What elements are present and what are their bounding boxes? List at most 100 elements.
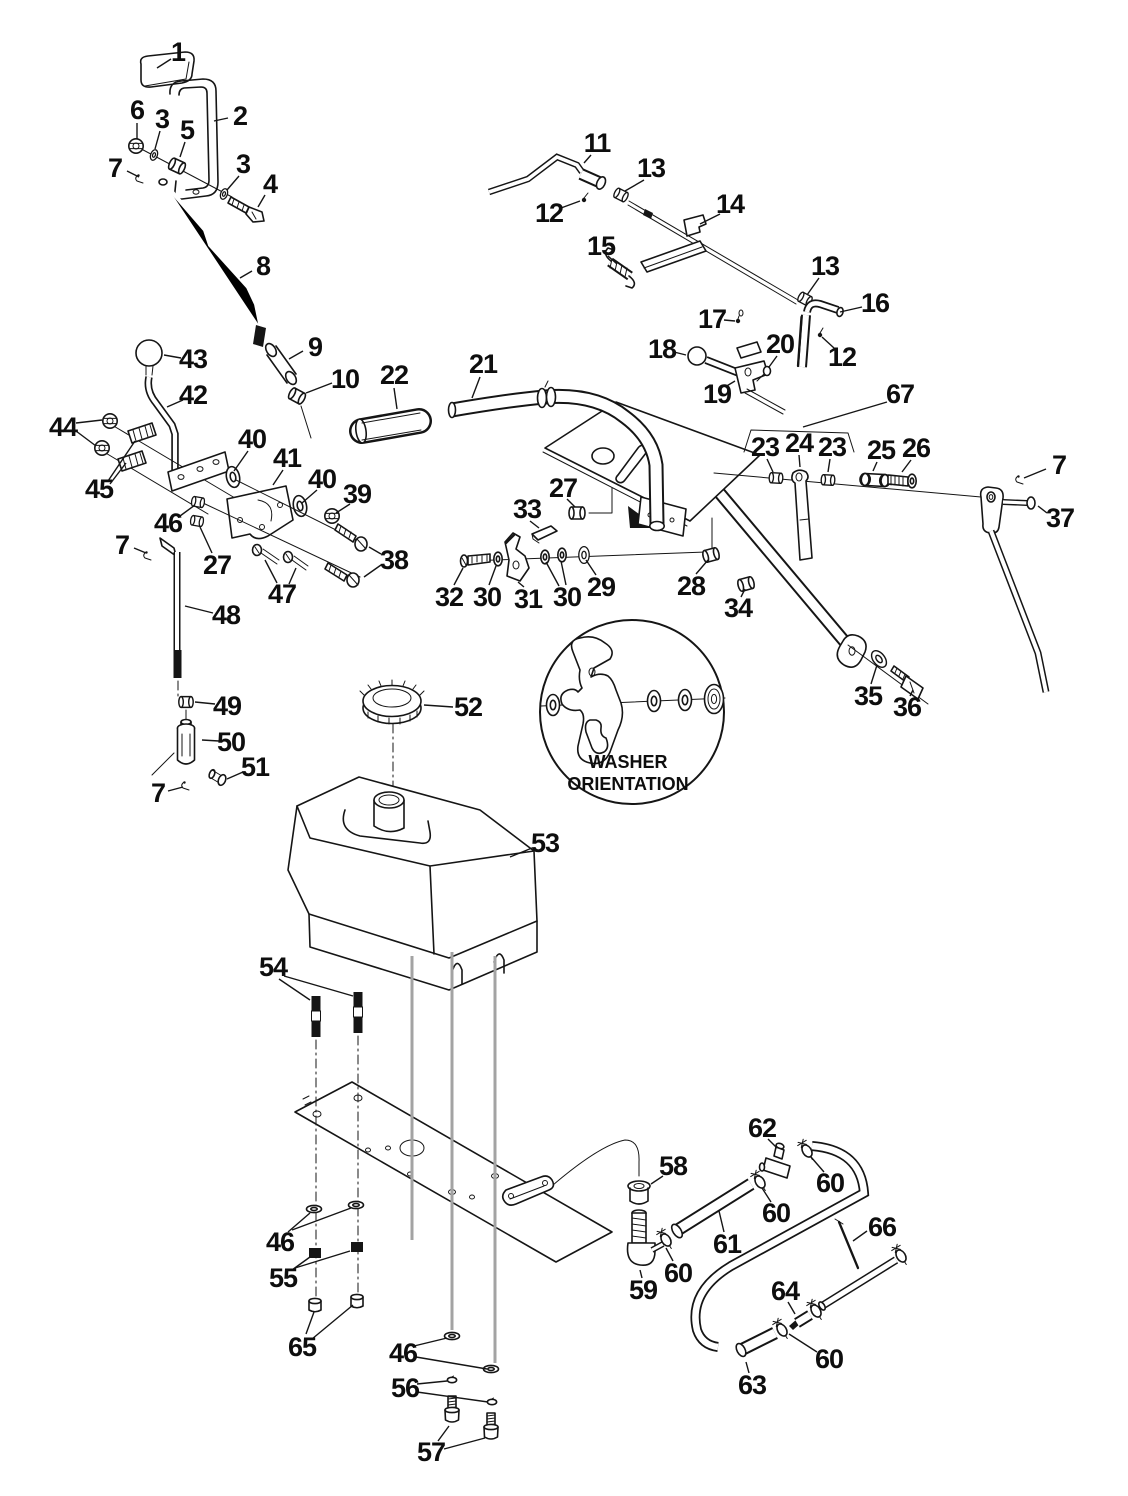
part-callout-13: 13 <box>637 153 666 183</box>
leader-line <box>901 459 912 473</box>
part-callout-46: 46 <box>154 508 183 538</box>
leader-line <box>305 1311 315 1335</box>
part-callout-13: 13 <box>811 251 840 281</box>
leader-line <box>423 704 454 708</box>
part-callout-12: 12 <box>535 198 563 228</box>
part-callout-19: 19 <box>703 379 732 409</box>
part-callout-51: 51 <box>241 752 270 782</box>
leader-line <box>107 440 136 482</box>
leader-line <box>745 1361 750 1374</box>
part-callout-8: 8 <box>256 251 271 281</box>
leader-line <box>201 739 220 742</box>
part-callout-56: 56 <box>391 1373 420 1403</box>
leader-line <box>453 567 464 586</box>
leader-line <box>839 306 863 313</box>
part-callout-43: 43 <box>179 344 208 374</box>
part-callout-64: 64 <box>771 1276 800 1306</box>
leader-line <box>740 588 746 598</box>
part-callout-29: 29 <box>587 572 616 602</box>
part-callout-46: 46 <box>266 1227 295 1257</box>
part-callout-30: 30 <box>473 582 501 612</box>
leader-line <box>213 117 229 122</box>
leader-line <box>233 450 249 472</box>
leader-line <box>624 179 645 192</box>
leader-line <box>1023 468 1047 479</box>
part-callout-7: 7 <box>108 153 122 183</box>
leader-line <box>287 1212 311 1233</box>
part-callout-48: 48 <box>212 600 241 630</box>
part-callout-49: 49 <box>213 691 242 721</box>
part-callout-60: 60 <box>815 1344 843 1374</box>
part-callout-33: 33 <box>513 494 542 524</box>
part-callout-40: 40 <box>308 464 336 494</box>
part-callout-57: 57 <box>417 1437 445 1467</box>
part-callout-44: 44 <box>49 412 78 442</box>
part-callout-15: 15 <box>587 231 616 261</box>
part-callout-36: 36 <box>893 692 922 722</box>
part-callout-20: 20 <box>766 329 794 359</box>
choke-lever-drawing <box>687 309 786 415</box>
part-callout-18: 18 <box>648 334 677 364</box>
leader-line <box>787 1301 796 1315</box>
leader-line <box>154 130 161 150</box>
part-callout-55: 55 <box>269 1263 298 1293</box>
leader-line <box>416 1380 448 1385</box>
leader-line <box>560 560 567 586</box>
leader-line <box>665 1247 674 1262</box>
part-callout-12: 12 <box>828 342 856 372</box>
leader-line <box>437 1425 450 1442</box>
leader-line <box>368 546 382 555</box>
part-callout-26: 26 <box>902 433 931 463</box>
part-callout-63: 63 <box>738 1370 767 1400</box>
part-callout-2: 2 <box>233 101 247 131</box>
part-callout-52: 52 <box>454 692 482 722</box>
washer-note-line2: ORIENTATION <box>567 774 688 794</box>
leader-line <box>301 489 318 504</box>
part-callout-7: 7 <box>151 778 165 808</box>
leader-line <box>75 430 97 447</box>
part-callout-46: 46 <box>389 1338 418 1368</box>
leader-line <box>264 559 278 584</box>
leader-line <box>509 847 533 858</box>
part-callout-28: 28 <box>677 571 706 601</box>
part-callout-60: 60 <box>816 1168 844 1198</box>
leader-line <box>415 1356 488 1370</box>
leader-line <box>870 664 878 685</box>
leader-line <box>291 1207 352 1231</box>
leader-line <box>639 1269 643 1279</box>
leader-line <box>766 458 774 473</box>
part-callout-22: 22 <box>380 360 408 390</box>
leader-line <box>695 559 709 575</box>
part-callout-23: 23 <box>751 432 780 462</box>
leader-line <box>827 458 831 473</box>
part-callout-39: 39 <box>343 479 372 509</box>
leader-line <box>167 786 184 792</box>
part-callout-67: 67 <box>886 379 914 409</box>
leader-line <box>607 255 618 265</box>
part-callout-65: 65 <box>288 1332 317 1362</box>
leader-line <box>311 1304 354 1340</box>
control-panel-assembly-drawing <box>349 380 982 668</box>
part-callout-14: 14 <box>716 189 745 219</box>
leader-line <box>767 1138 778 1149</box>
part-callout-4: 4 <box>263 169 278 199</box>
leader-line <box>585 559 597 576</box>
tank-mount-plate-drawing <box>294 952 613 1440</box>
leader-line <box>413 1337 448 1347</box>
leader-line <box>199 526 213 554</box>
leader-line <box>288 567 297 585</box>
part-callout-31: 31 <box>514 584 543 614</box>
part-callout-1: 1 <box>171 37 186 67</box>
part-callout-45: 45 <box>85 474 114 504</box>
part-callout-42: 42 <box>179 380 207 410</box>
part-callout-25: 25 <box>867 435 896 465</box>
leader-line <box>166 399 184 408</box>
leader-line <box>471 376 481 399</box>
leader-line <box>650 1175 664 1185</box>
leader-line <box>560 200 581 209</box>
leader-line <box>806 277 820 296</box>
part-callout-37: 37 <box>1046 503 1074 533</box>
leader-line <box>272 469 284 486</box>
